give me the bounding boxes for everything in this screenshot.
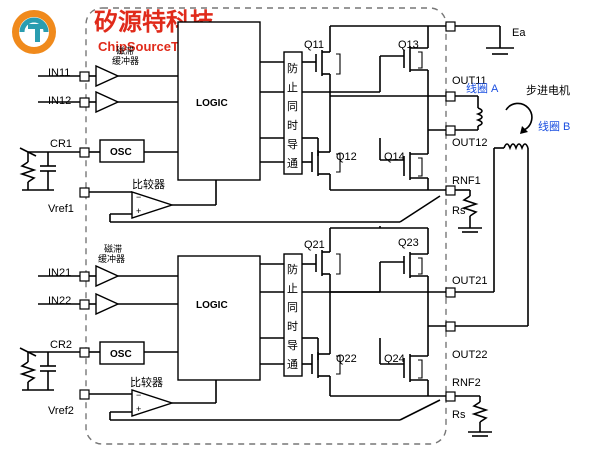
external-motor: Ea 线圈 A 步进电机 线圈 B Rs Rs	[452, 25, 570, 437]
buffer-label-bottom-1: 磁滞	[104, 243, 122, 254]
comparator-bottom-label: 比较器	[130, 375, 163, 389]
q23: Q23	[398, 237, 419, 249]
interlock-bottom-2: 同	[287, 302, 298, 314]
interlock-top-0: 防	[287, 61, 298, 75]
interlock-top-1: 止	[287, 81, 298, 94]
interlock-bottom-4: 导	[287, 339, 298, 352]
comparator-top-label: 比较器	[132, 177, 165, 191]
q13: Q13	[398, 39, 419, 51]
svg-text:+: +	[136, 206, 141, 216]
svg-text:+: +	[136, 404, 141, 414]
coil-a-label: 线圈 A	[466, 81, 499, 95]
channel-2: IN21 IN22 CR2 Vref2 磁滞 缓冲器 OSC LOGIC 比较器…	[19, 226, 487, 421]
q22: Q22	[336, 353, 357, 365]
pin-cr2: CR2	[50, 339, 72, 351]
pin-in22: IN22	[48, 295, 71, 307]
brand-logo: 矽源特科技 ChipSourceTek	[12, 8, 221, 54]
buffer-label-bottom-2: 缓冲器	[98, 253, 125, 264]
q24: Q24	[384, 353, 405, 365]
pin-rnf1: RNF1	[452, 175, 481, 187]
pin-in12: IN12	[48, 95, 71, 107]
motor-label: 步进电机	[526, 83, 570, 97]
osc-bottom: OSC	[110, 349, 132, 360]
q14: Q14	[384, 151, 405, 163]
pin-rnf2: RNF2	[452, 377, 481, 389]
brand-sub: ChipSourceTek	[98, 39, 193, 54]
svg-text:−: −	[136, 390, 141, 400]
interlock-top-2: 同	[287, 101, 298, 113]
pin-in11: IN11	[48, 67, 70, 79]
channel-1: IN11 IN12 CR1 Vref1 磁滞 缓冲器 OSC L	[19, 21, 487, 223]
pin-vref1: Vref1	[48, 203, 74, 215]
coil-b-label: 线圈 B	[538, 119, 570, 133]
svg-text:−: −	[136, 192, 141, 202]
buffer-label-top-1: 磁滞	[116, 45, 134, 56]
interlock-bottom-5: 通	[287, 358, 298, 371]
pin-out12: OUT12	[452, 137, 487, 149]
ea-label: Ea	[512, 27, 526, 39]
logic-top: LOGIC	[196, 98, 228, 109]
rs-bottom: Rs	[452, 409, 466, 421]
pin-out21: OUT21	[452, 275, 487, 287]
pin-vref2: Vref2	[48, 405, 74, 417]
q11: Q11	[304, 39, 324, 51]
interlock-bottom-0: 防	[287, 262, 298, 276]
logic-bottom: LOGIC	[196, 300, 228, 311]
pin-out11: OUT11	[452, 75, 487, 87]
q21: Q21	[304, 239, 325, 251]
pin-out22: OUT22	[452, 349, 487, 361]
interlock-bottom-3: 时	[287, 320, 298, 333]
osc-top: OSC	[110, 147, 132, 158]
interlock-top-5: 通	[287, 157, 298, 170]
interlock-top-4: 导	[287, 138, 298, 151]
rs-top: Rs	[452, 205, 466, 217]
pin-in21: IN21	[48, 267, 71, 279]
ic-boundary	[85, 7, 447, 445]
buffer-label-top-2: 缓冲器	[112, 55, 139, 66]
q12: Q12	[336, 151, 357, 163]
pin-cr1: CR1	[50, 138, 72, 150]
interlock-top-3: 时	[287, 119, 298, 132]
interlock-bottom-1: 止	[287, 282, 298, 295]
